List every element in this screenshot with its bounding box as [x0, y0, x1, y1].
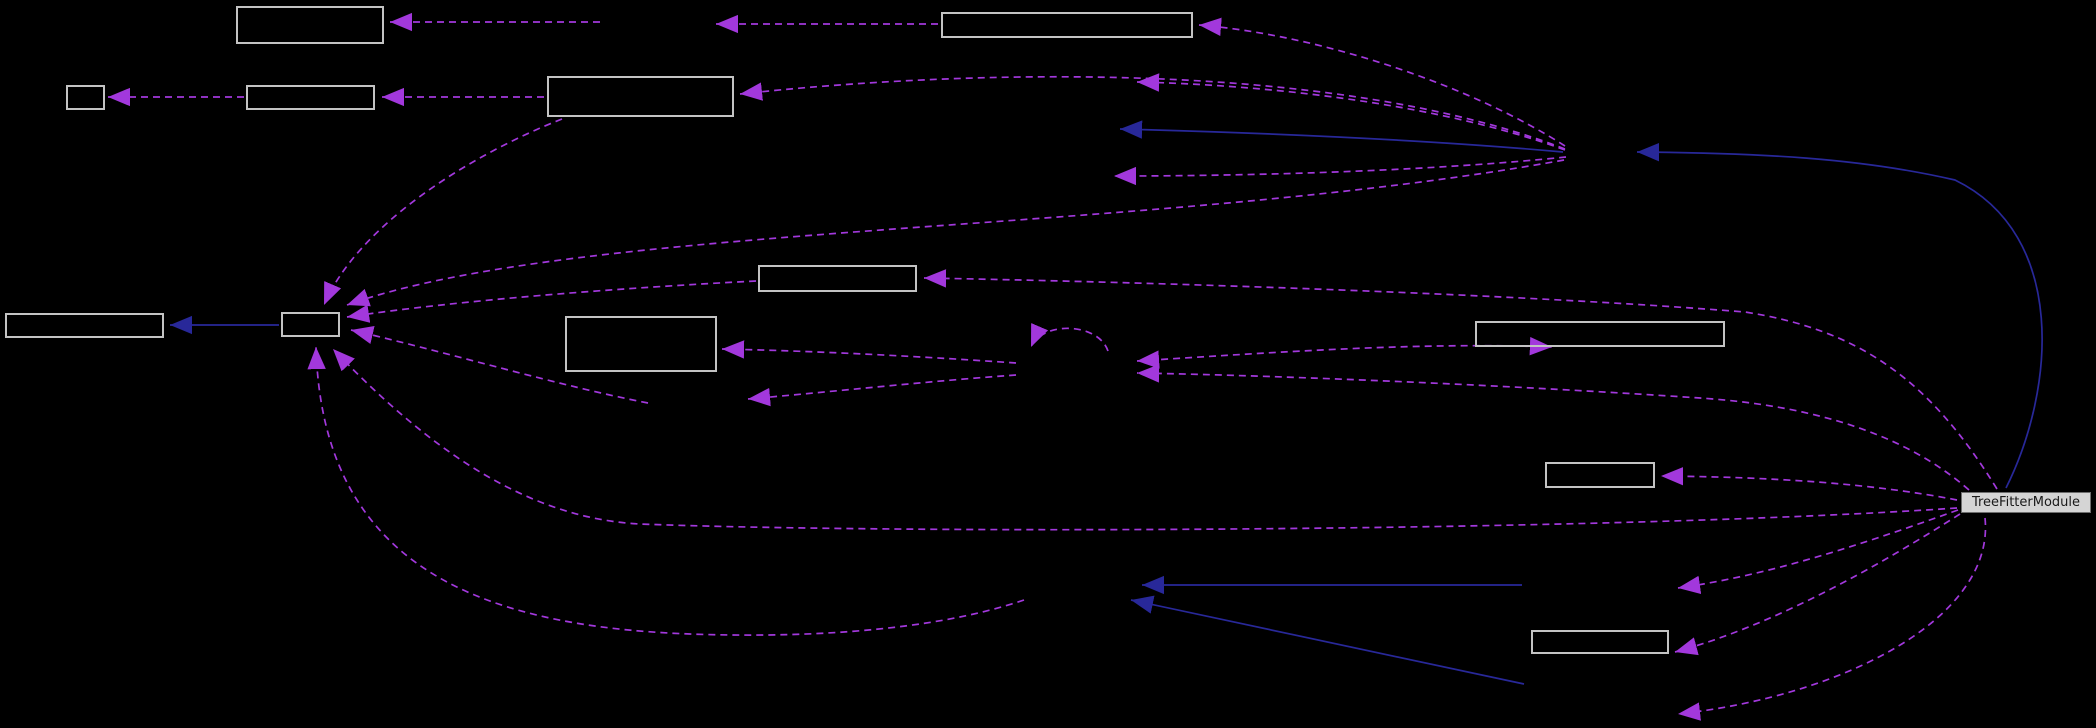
edge-fan-to-box5	[739, 75, 1566, 150]
edge-main-to-hidden8	[1677, 517, 1987, 721]
edge-fan-to-hidden4	[1113, 156, 1567, 186]
edge-hidden10-to-hidden6-lower	[1130, 595, 1525, 685]
edge-main-to-hidden7	[1677, 509, 1959, 595]
edge-main-to-box13	[1674, 513, 1961, 656]
edge-fan-to-box2	[1198, 17, 1566, 147]
edge-fan-to-hidden2	[1136, 73, 1566, 151]
node-box-right-small[interactable]	[1545, 462, 1655, 488]
node-box-right-wide[interactable]	[1475, 321, 1725, 347]
edge-main-to-hub-long	[332, 348, 1958, 531]
edge-fan-to-hub	[346, 159, 1565, 307]
edge-fan-to-hidden3	[1119, 120, 1564, 153]
node-box-mid-center[interactable]	[758, 265, 917, 292]
node-box-mid-tall[interactable]	[565, 316, 717, 372]
edge-box10-centernode-mutual	[1136, 336, 1553, 369]
node-box-far-left[interactable]	[5, 313, 164, 338]
edge-box5-to-hub	[323, 118, 563, 306]
node-box-small-left[interactable]	[66, 85, 105, 110]
edge-main-to-fan-arc	[1636, 142, 2043, 489]
edge-centernode-to-hidden5	[747, 374, 1017, 407]
edge-main-to-centernode	[1136, 364, 1970, 491]
treefittermodule-label: TreeFitterModule	[1971, 495, 2081, 510]
edge-hidden6-to-hub-sweep	[307, 346, 1025, 636]
edge-centernode-self-loop	[1030, 323, 1109, 352]
edge-main-to-box6	[923, 269, 1998, 490]
edge-main-to-box11	[1660, 466, 1958, 501]
node-box-row2-right[interactable]	[547, 76, 734, 117]
node-box-bottom-right[interactable]	[1531, 630, 1669, 654]
edge-hidden5-to-hub	[350, 326, 649, 404]
node-box-row2-left[interactable]	[246, 85, 375, 110]
node-box-top-left[interactable]	[236, 6, 384, 44]
edge-box6-to-hub	[346, 280, 757, 323]
node-box-top-center[interactable]	[941, 12, 1193, 38]
node-hub[interactable]	[281, 312, 340, 337]
node-treefittermodule[interactable]: TreeFitterModule	[1961, 492, 2091, 513]
edge-centernode-to-box7	[721, 340, 1017, 364]
